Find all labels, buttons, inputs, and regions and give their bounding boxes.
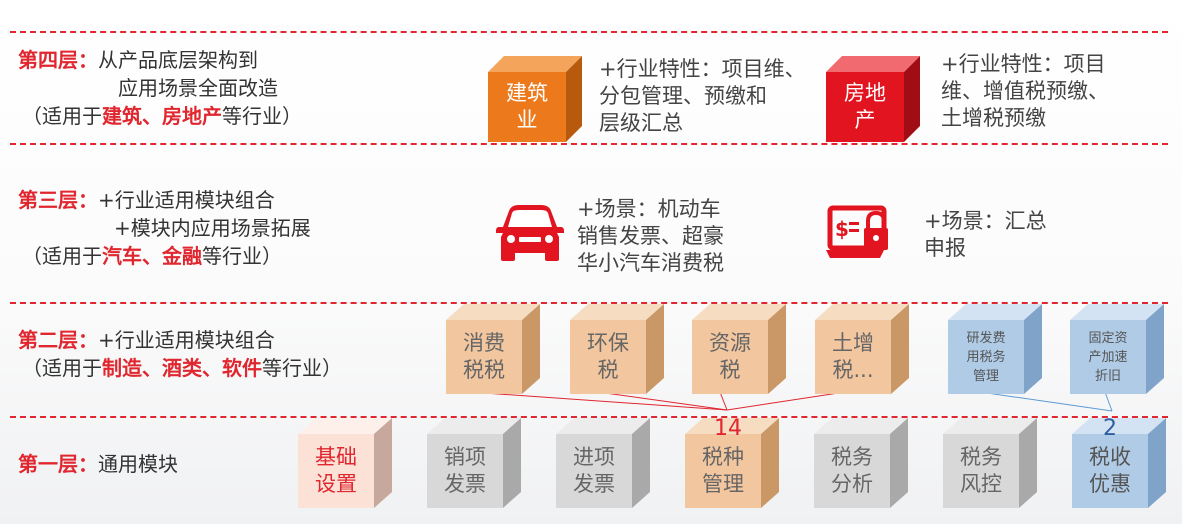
cube-huanbao: 环保税 [570,304,666,396]
jianzhu-description: +行业特性：项目维、 分包管理、预缴和 层级汇总 [599,57,806,135]
industry-highlight: 酒类 [162,356,202,380]
cube-label: 基础设置 [315,445,357,496]
report-description: +场景：汇总 申报 [924,209,1047,260]
paren-close: 等行业） [262,356,342,380]
cube-label: 税种管理 [702,445,744,496]
separator: 、 [142,356,162,380]
cube-label: 税务分析 [831,445,873,496]
cube-xiaoxiang: 销项发票 [427,418,523,510]
cube-fangdichan: 房地产 [826,56,922,144]
industry-highlight: 建筑 [102,104,142,128]
cube-xiaofeishui: 消费税税 [446,304,542,396]
cube-jichu: 基础设置 [298,418,394,510]
cube-label: 建筑业 [506,81,548,132]
layer3-line2: +模块内应用场景拓展 [114,216,311,240]
paren-close: 等行业） [202,244,282,268]
separator: 、 [142,244,162,268]
cube-label: 消费税税 [463,331,505,382]
cube-tuzeng: 土增税... [815,304,911,396]
paren-open: （适用于 [22,356,102,380]
layer1-label: 第一层： [18,452,98,476]
separator: 、 [202,356,222,380]
industry-highlight: 汽车 [102,244,142,268]
cube-label: 资源税 [709,331,751,382]
car-icon [495,203,565,269]
cube-guding: 固定资产加速折旧 [1070,304,1166,396]
industry-highlight: 制造 [102,356,142,380]
layer1-module-text: 通用模块 [98,452,178,476]
cube-youhui: 税收优惠 [1072,418,1168,510]
svg-text:$: $ [835,217,849,241]
separator: 、 [142,104,162,128]
cube-label: 进项发票 [573,445,615,496]
shuizhong-count-badge: 14 [714,416,742,441]
youhui-count-badge: 2 [1103,416,1117,441]
car-description: +场景：机动车 销售发票、超豪 华小汽车消费税 [577,197,724,275]
layer2-label: 第二层： [18,328,98,352]
cube-label: 土增税... [832,331,874,382]
layer3-label: 第三层： [18,188,98,212]
layer4-label: 第四层： [18,48,98,72]
layer-separator [10,302,1168,304]
cube-label: 销项发票 [444,445,486,496]
layer3-text: 第三层：+行业适用模块组合 +模块内应用场景拓展 （适用于汽车、金融等行业） [18,186,311,270]
layer1-text: 第一层：通用模块 [18,450,178,478]
fangdichan-description: +行业特性：项目 维、增值税预缴、 土增税预缴 [941,52,1109,130]
layer-separator [10,143,1168,145]
tax-lock-laptop-icon: $ [826,202,892,270]
cube-fengkong: 税务风控 [943,418,1039,510]
cube-label: 研发费用税务管理 [966,330,1006,384]
cube-label: 环保税 [587,331,629,382]
cube-jinxiang: 进项发票 [556,418,652,510]
layer3-line1: +行业适用模块组合 [98,188,275,212]
industry-highlight: 金融 [162,244,202,268]
industry-highlight: 软件 [222,356,262,380]
cube-shuizhong: 税种管理 [685,418,781,510]
layer4-text: 第四层：从产品底层架构到 应用场景全面改造 （适用于建筑、房地产等行业） [18,46,302,130]
cube-jianzhu: 建筑业 [488,56,584,144]
layer2-text: 第二层：+行业适用模块组合 （适用于制造、酒类、软件等行业） [18,326,342,382]
cube-ziyuan: 资源税 [692,304,788,396]
layer-separator [10,31,1168,33]
industry-highlight: 房地产 [162,104,222,128]
cube-label: 税收优惠 [1089,445,1131,496]
paren-open: （适用于 [22,244,102,268]
cube-fenxi: 税务分析 [814,418,910,510]
cube-label: 房地产 [844,81,886,132]
paren-close: 等行业） [222,104,302,128]
layer4-line2: 应用场景全面改造 [118,76,278,100]
layer2-line1: +行业适用模块组合 [98,328,275,352]
paren-open: （适用于 [22,104,102,128]
cube-label: 税务风控 [960,445,1002,496]
cube-label: 固定资产加速折旧 [1088,330,1128,384]
cube-yanfa: 研发费用税务管理 [948,304,1044,396]
layer-separator [10,416,1168,418]
layer4-line1: 从产品底层架构到 [98,48,258,72]
